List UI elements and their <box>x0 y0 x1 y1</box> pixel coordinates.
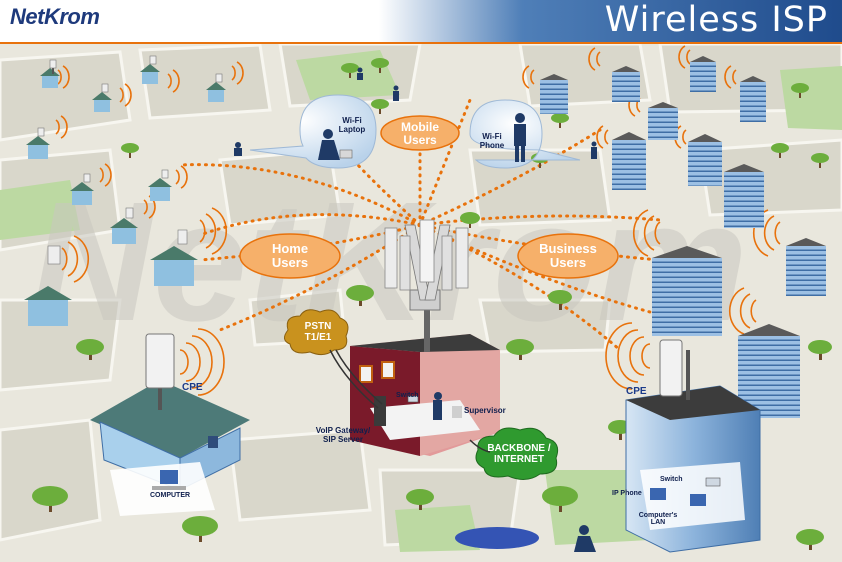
netkrom-logo: NetKrom <box>10 4 100 29</box>
tree-icon <box>796 529 824 550</box>
office-building-icon <box>540 74 568 114</box>
pond <box>455 527 539 549</box>
mobile-users-label: Mobile Users <box>401 120 439 147</box>
house-icon <box>110 207 138 244</box>
person-icon-group <box>234 67 597 552</box>
tree-icon <box>76 339 104 360</box>
office-building-icon <box>688 134 722 186</box>
person-icon <box>574 525 596 552</box>
bubble-mobile-users <box>380 115 460 151</box>
cpe-antenna-icon <box>145 333 175 389</box>
tree-icon <box>791 83 809 98</box>
office-building-icon <box>612 66 640 102</box>
wifi-user-bubbles <box>249 94 581 169</box>
wifi-phone-label: Wi-Fi Phone <box>479 132 505 150</box>
house-icon <box>24 245 72 326</box>
cpe-home-label: CPE <box>182 382 203 393</box>
person-icon <box>234 142 242 156</box>
tree-icon <box>548 290 572 310</box>
computer-label: COMPUTER <box>150 492 191 499</box>
server-rack-icon <box>374 396 386 426</box>
person-icon <box>514 113 526 162</box>
cpe-antenna-icon <box>659 339 683 397</box>
cables <box>329 349 491 453</box>
tree-icon <box>371 58 389 73</box>
home-users-label: Home Users <box>271 241 309 270</box>
office-building-icon <box>612 132 646 190</box>
house-icon <box>40 59 60 88</box>
backbone-label: BACKBONE / INTERNET <box>487 443 551 465</box>
tree-icon <box>506 339 534 360</box>
house-icon <box>92 83 112 112</box>
person-icon <box>357 67 363 80</box>
tree-icon <box>341 63 359 78</box>
person-icon <box>591 141 597 159</box>
tower-icon <box>384 219 469 352</box>
office-building-icon <box>648 102 678 140</box>
bubble-home-users <box>239 233 341 279</box>
backbone-cloud <box>475 427 559 480</box>
office-building-group <box>540 56 826 418</box>
person-icon <box>318 129 353 160</box>
pstn-cloud <box>284 309 349 356</box>
house-icon-group <box>24 55 226 326</box>
tree-icon <box>32 486 68 512</box>
tree-icon <box>808 340 832 360</box>
header-bar <box>0 0 842 42</box>
operations-center <box>350 334 500 456</box>
person-icon <box>433 392 442 420</box>
business-building <box>625 339 761 553</box>
house-icon <box>26 127 50 159</box>
computer-icon <box>152 470 186 490</box>
signal-arcs <box>55 45 781 396</box>
tree-icon <box>346 285 374 306</box>
tree-icon <box>542 486 578 512</box>
switch-building-label: Switch <box>660 476 683 483</box>
office-building-icon <box>740 76 766 122</box>
computers-lan-label: Computer's LAN <box>638 512 678 526</box>
tree-icon <box>771 143 789 158</box>
bubble-business-users <box>517 233 619 279</box>
label-bubbles <box>239 115 619 279</box>
house-icon <box>140 55 160 84</box>
tree-icon <box>182 516 218 542</box>
business-users-label: Business Users <box>539 241 597 270</box>
tree-icon-group <box>32 58 832 550</box>
office-building-icon <box>786 238 826 296</box>
house-icon <box>70 173 94 205</box>
switch-center-label: Switch <box>396 392 419 399</box>
wifi-laptop-label: Wi-Fi Laptop <box>338 116 366 134</box>
tree-icon <box>551 113 569 128</box>
person-icon <box>393 85 399 101</box>
cpe-business-label: CPE <box>626 386 647 397</box>
house-icon <box>150 229 198 286</box>
supervisor-label: Supervisor <box>464 406 506 415</box>
pstn-label: PSTN T1/E1 <box>304 321 332 343</box>
page-title: Wireless ISP <box>604 0 828 40</box>
tree-icon <box>371 99 389 114</box>
tree-icon <box>121 143 139 158</box>
office-building-icon <box>724 164 764 228</box>
tree-icon <box>460 212 480 228</box>
tree-icon <box>406 489 434 510</box>
home-building <box>90 333 250 516</box>
voip-gateway-label: VoIP Gateway/ SIP Server <box>315 426 371 444</box>
header-rule <box>0 42 842 44</box>
computer-icon <box>650 477 721 506</box>
ip-phone-label: IP Phone <box>612 490 642 497</box>
house-icon <box>148 169 172 201</box>
office-building-icon <box>690 56 716 92</box>
house-icon <box>206 73 226 102</box>
office-building-icon <box>652 246 722 336</box>
tree-icon <box>811 153 829 168</box>
